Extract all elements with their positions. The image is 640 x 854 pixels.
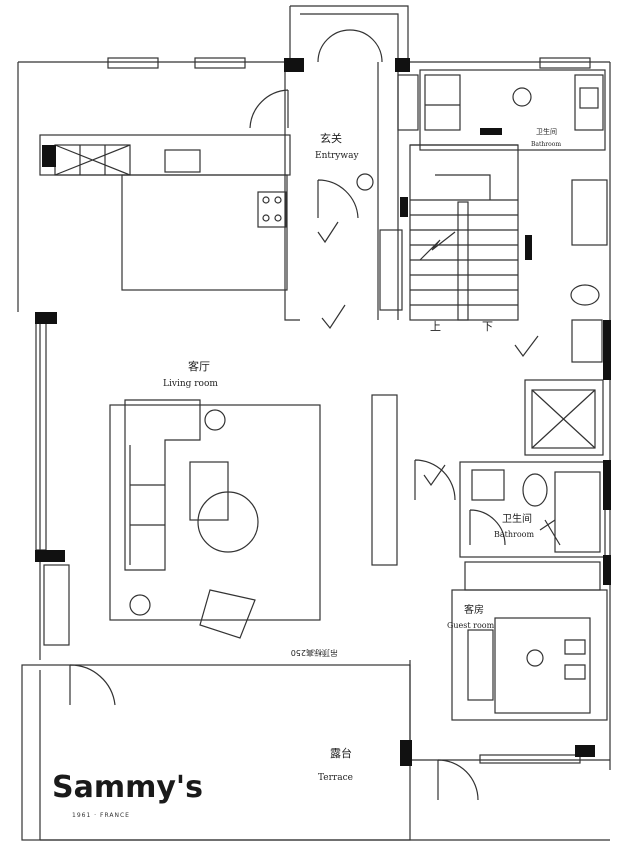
terrace-door-left: [69, 664, 116, 706]
staircase: [409, 144, 519, 321]
kitchen-island: [121, 174, 288, 291]
armchair: [199, 589, 256, 639]
wall-block-9: [400, 740, 412, 766]
guest-wardrobe: [464, 561, 601, 591]
shoe-cabinet: [379, 229, 403, 311]
bathroom-top-vanity: [574, 74, 604, 131]
wall-block-3: [35, 312, 57, 324]
wall-block-5: [603, 320, 611, 380]
elevator-shaft: [524, 379, 604, 456]
living-room-label-en: Living room: [163, 379, 218, 389]
wall-block-11: [42, 145, 56, 167]
entry-vestibule: [289, 5, 409, 62]
window-top-1: [107, 57, 159, 69]
bathroom-mid-label-zh: 卫生间: [502, 512, 532, 525]
corridor-door: [414, 459, 456, 501]
terrace-label-en: Terrace: [318, 773, 353, 783]
entryway-label-zh: 玄关: [320, 131, 342, 145]
bathroom-sink-right: [571, 319, 603, 363]
stair-up-label: 上: [430, 320, 441, 333]
entry-partition: [284, 62, 399, 321]
stair-down-label: 下: [482, 320, 493, 333]
terrace-label-zh: 露台: [330, 746, 352, 760]
bathroom-top: [419, 69, 606, 151]
coffee-table: [197, 491, 259, 553]
bathroom-mid: [459, 461, 606, 558]
wall-block-7: [603, 555, 611, 585]
logo-name: Sammy's: [52, 770, 203, 805]
entry-cabinet-top: [397, 74, 419, 131]
guest-bed: [494, 617, 591, 714]
sofa: [124, 399, 201, 571]
bathroom-mid-label-en: Bathroom: [494, 530, 534, 539]
bathroom-mid-door: [469, 509, 506, 546]
guest-rug: [467, 629, 494, 701]
terrace-window: [479, 754, 581, 764]
kitchen-door: [249, 89, 289, 129]
guest-lamp-icon: [526, 649, 544, 667]
wall-block-4: [35, 550, 65, 562]
bathroom-top-label-en: Bathroom: [531, 141, 561, 148]
entryway-label-en: Entryway: [315, 151, 359, 161]
terrace-door-right: [437, 759, 479, 801]
side-table-1: [204, 409, 226, 431]
entry-double-door: [317, 29, 383, 63]
entry-light-icon: [356, 173, 374, 191]
checkmark-1: [317, 221, 339, 244]
guest-room-label-en: Guest room: [447, 621, 495, 630]
bathroom-mid-sink: [471, 469, 505, 501]
ottoman: [189, 461, 229, 521]
checkmark-2: [321, 304, 346, 330]
checkmark-4: [423, 464, 446, 487]
wall-block-12: [480, 128, 502, 135]
kitchen-sink: [164, 149, 201, 173]
wall-block-8: [525, 235, 532, 260]
window-top-2: [194, 57, 246, 69]
bathroom-mid-toilet: [522, 473, 548, 507]
tv-cabinet: [371, 394, 398, 566]
ceiling-height-note: 吊顶标高250: [291, 648, 338, 658]
wall-block-6: [603, 460, 611, 510]
bathroom-mid-shower: [554, 471, 601, 553]
guest-room-label-zh: 客房: [464, 603, 484, 616]
outer-wall-left: [17, 62, 41, 660]
stair-handrail: [457, 201, 469, 321]
wall-block-1: [284, 58, 304, 72]
bathroom-top-drain-icon: [512, 87, 532, 107]
living-rug: [109, 404, 321, 621]
wall-block-2: [395, 58, 410, 72]
wall-block-13: [400, 197, 408, 217]
window-top-3: [539, 57, 591, 69]
cooktop: [257, 191, 287, 228]
living-room-label-zh: 客厅: [188, 359, 210, 373]
checkmark-3: [514, 335, 539, 358]
entry-inner-door: [317, 179, 359, 219]
wall-block-10: [575, 745, 595, 757]
guest-pillows: [564, 639, 586, 680]
logo-tagline: 1961 · FRANCE: [72, 812, 130, 819]
shower-area: [571, 179, 608, 246]
toilet-top-right: [570, 284, 600, 306]
bathroom-top-label-zh: 卫生间: [536, 127, 557, 136]
side-table-2: [129, 594, 151, 616]
left-window: [35, 319, 47, 551]
